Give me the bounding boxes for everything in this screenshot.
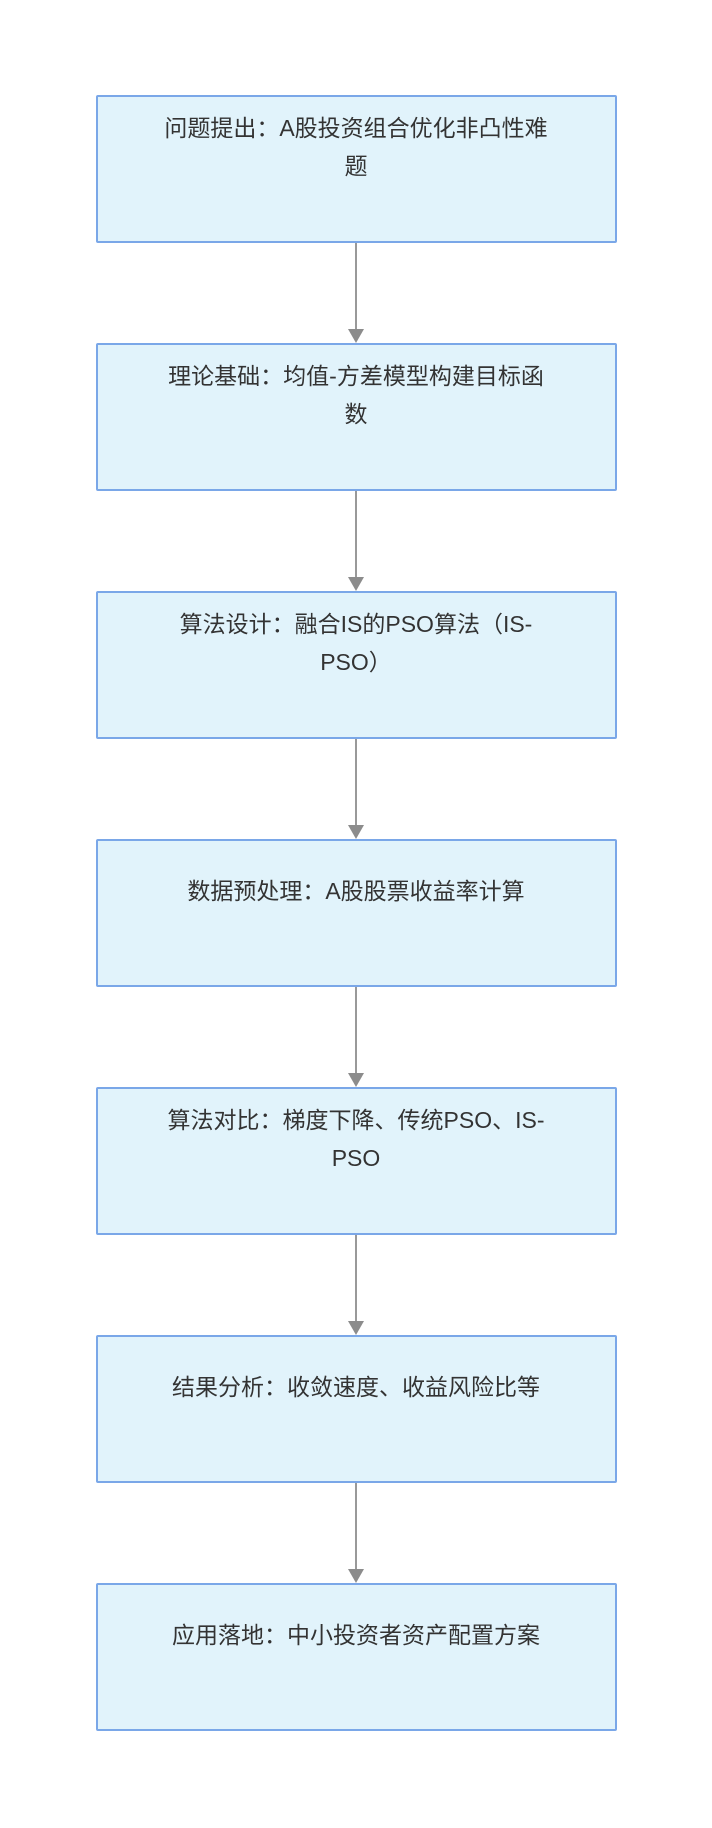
flow-node-theory: 理论基础：均值-方差模型构建目标函数 — [95, 343, 617, 491]
arrow-head-icon — [348, 577, 364, 591]
flow-node-label: 问题提出：A股投资组合优化非凸性难题 — [164, 115, 548, 179]
flow-node-label: 算法对比：梯度下降、传统PSO、IS-PSO — [167, 1107, 545, 1171]
arrow-head-icon — [348, 825, 364, 839]
arrow-head-icon — [348, 1569, 364, 1583]
flow-node-label: 数据预处理：A股股票收益率计算 — [187, 878, 525, 904]
flow-node-algorithm-comparison: 算法对比：梯度下降、传统PSO、IS-PSO — [95, 1087, 617, 1235]
flow-node-result-analysis: 结果分析：收敛速度、收益风险比等 — [95, 1335, 617, 1483]
arrow-shaft — [355, 1483, 357, 1571]
flow-node-label: 算法设计：融合IS的PSO算法（IS-PSO） — [179, 611, 533, 675]
arrow-head-icon — [348, 329, 364, 343]
flow-arrow-5 — [347, 1235, 365, 1335]
flow-arrow-6 — [347, 1483, 365, 1583]
arrow-shaft — [355, 243, 357, 331]
flowchart-column: 问题提出：A股投资组合优化非凸性难题 理论基础：均值-方差模型构建目标函数 算法… — [95, 0, 617, 1731]
arrow-shaft — [355, 1235, 357, 1323]
flow-node-data-preprocessing: 数据预处理：A股股票收益率计算 — [95, 839, 617, 987]
arrow-shaft — [355, 739, 357, 827]
flow-node-problem: 问题提出：A股投资组合优化非凸性难题 — [95, 95, 617, 243]
flow-arrow-3 — [347, 739, 365, 839]
flow-node-algorithm-design: 算法设计：融合IS的PSO算法（IS-PSO） — [95, 591, 617, 739]
flow-node-application: 应用落地：中小投资者资产配置方案 — [95, 1583, 617, 1731]
flow-node-label: 理论基础：均值-方差模型构建目标函数 — [168, 363, 544, 427]
arrow-shaft — [355, 491, 357, 579]
flow-arrow-2 — [347, 491, 365, 591]
arrow-head-icon — [348, 1321, 364, 1335]
flow-arrow-4 — [347, 987, 365, 1087]
arrow-head-icon — [348, 1073, 364, 1087]
arrow-shaft — [355, 987, 357, 1075]
flow-node-label: 结果分析：收敛速度、收益风险比等 — [172, 1374, 540, 1400]
flow-arrow-1 — [347, 243, 365, 343]
flow-node-label: 应用落地：中小投资者资产配置方案 — [172, 1622, 540, 1648]
